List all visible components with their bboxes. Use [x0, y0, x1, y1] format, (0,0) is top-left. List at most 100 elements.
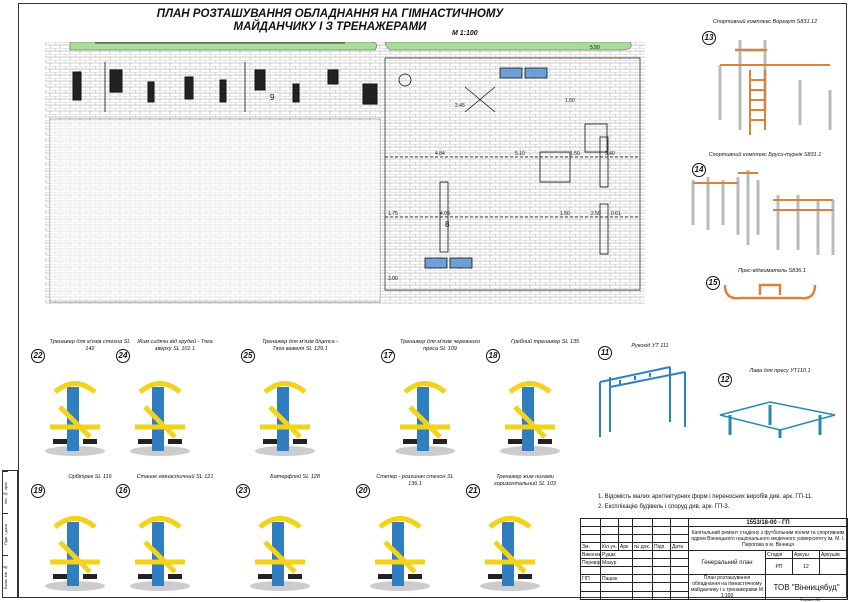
company-name: ТОВ "Вінницябуд" — [764, 574, 849, 600]
notes: 1. Відомість малих архітектурних форм і … — [598, 492, 813, 512]
equipment-caption: Спортивний комплекс Бруси-турнік S831.1 — [708, 152, 822, 158]
sheet-format: Формат А3 — [800, 597, 821, 602]
col-header: Дата — [670, 542, 689, 551]
zone-label: 8 — [445, 220, 450, 229]
col-header: Підп. — [652, 542, 671, 551]
sheets-header: Аркушів — [818, 550, 849, 559]
equipment-number: 20 — [356, 484, 370, 498]
equipment-number: 15 — [706, 276, 720, 290]
workout-complex-illustration — [718, 40, 832, 135]
grass-strip — [384, 42, 632, 51]
monkey-bars-illustration — [599, 366, 686, 437]
person: Мазур — [600, 558, 633, 567]
dimension-label: 0.61 — [611, 211, 621, 217]
equipment-caption: Тренажер жим ногами горизонтальний SL 10… — [494, 474, 556, 487]
equipment-caption: Тренажер для м'язів біцепса - Тяга важел… — [261, 339, 339, 352]
equipment-caption: Орбітрек SL 116 — [68, 474, 112, 480]
equipment-caption: Тренажер для м'язів стегна SL 142 — [49, 339, 131, 352]
stamp-cell: Інв. № ориг. — [3, 471, 8, 513]
dimension-label: 1.75 — [388, 211, 398, 217]
equipment-number: 18 — [486, 349, 500, 363]
dimension-label: 4.09 — [440, 211, 450, 217]
equipment-number: 23 — [236, 484, 250, 498]
site-plan: 5.50 4.84 5.10 1.50 3.40 4.09 1.50 2.50 … — [45, 42, 645, 304]
gym-machine-illustration — [45, 381, 105, 456]
side-stamp: Інв. № ориг. Підп. і дата Взам. інв. № — [2, 470, 18, 598]
stage-header: Стадія — [765, 550, 793, 559]
gym-machine-illustration — [395, 381, 455, 456]
gym-machine-illustration — [130, 516, 190, 591]
machine-symbols — [72, 69, 378, 105]
col-header: Кіл.уч. — [600, 542, 619, 551]
col-header: Арк — [618, 542, 633, 551]
sheet-number: 12 — [792, 558, 820, 575]
drawing-title: ПЛАН РОЗТАШУВАННЯ ОБЛАДНАННЯ НА ГІМНАСТИ… — [150, 8, 510, 34]
zone-label: 9 — [270, 93, 275, 102]
gym-zone-border — [384, 57, 641, 291]
dimension-label: 3.00 — [388, 276, 398, 282]
dimension-label: 2.45 — [455, 103, 465, 109]
equipment-number: 25 — [241, 349, 255, 363]
ab-bench-illustration — [719, 401, 836, 438]
role: ГІП — [580, 573, 601, 584]
bars-complex-illustration — [691, 170, 835, 255]
title-line-1: ПЛАН РОЗТАШУВАННЯ ОБЛАДНАННЯ НА ГІМНАСТИ… — [156, 8, 504, 20]
drawing-name: План розташування обладнання на гімнасти… — [690, 575, 762, 594]
equipment-caption: Жим сидячи від грудей - Тяга зверху SL 1… — [137, 339, 213, 352]
note: 1. Відомість малих архітектурних форм і … — [598, 494, 813, 500]
gym-machine-illustration — [255, 381, 315, 456]
equipment-caption: Тренажер для м'язів черевного преса SL 1… — [399, 339, 481, 352]
dimension-label: 5.50 — [590, 45, 600, 51]
grass-strip — [69, 42, 377, 51]
equipment-caption: Спортивний комплекс Воркаут S831.12 — [712, 19, 818, 25]
equipment-number: 22 — [31, 349, 45, 363]
equipment-number: 11 — [598, 346, 612, 360]
equipment-number: 16 — [116, 484, 130, 498]
dimension-label: 1.50 — [560, 211, 570, 217]
stage: РП — [765, 558, 793, 575]
col-header: Зм. — [580, 542, 601, 551]
equipment-number: 19 — [31, 484, 45, 498]
gym-machine-illustration — [130, 381, 190, 456]
scale-label: М 1:100 — [452, 30, 478, 37]
dimension-label: 2.50 — [591, 211, 601, 217]
stamp-cell: Підп. і дата — [3, 513, 8, 555]
note: 2. Експлікацію будівель і споруд див. ар… — [598, 504, 730, 510]
dimension-label: 3.40 — [605, 151, 615, 157]
equipment-caption: Степер - розгинач стегон SL 136.1 — [376, 474, 454, 487]
equipment-caption: Лава для пресу УТ110.1 — [749, 368, 811, 374]
equipment-number: 17 — [381, 349, 395, 363]
equipment-caption: Гребний тренажер SL 135 — [510, 339, 580, 345]
equipment-caption: Прес-віджиматель S836.1 — [738, 268, 806, 274]
col-header: № док. — [632, 542, 653, 551]
dimension-label: 5.10 — [515, 151, 525, 157]
drawing-code: 1553/18-00 - ГП — [687, 518, 849, 527]
dimension-label: 4.84 — [435, 151, 445, 157]
dimension-label: 1.50 — [565, 98, 575, 104]
section-name: Генеральний план — [688, 550, 766, 575]
equipment-number: 12 — [718, 373, 732, 387]
sheet-header: Аркуш — [792, 550, 820, 559]
press-illustration — [723, 283, 817, 300]
gym-machine-illustration — [500, 381, 560, 456]
equipment-caption: Рукохід УТ 111 — [631, 343, 669, 349]
gym-machine-illustration — [370, 516, 430, 591]
gym-machine-illustration — [480, 516, 540, 591]
equipment-caption: Станок гімнастичний SL 121 — [136, 474, 214, 480]
drawing-scale: М 1:100 — [720, 587, 764, 599]
title-block: 1553/18-00 - ГП Капітальний ремонт стаді… — [580, 518, 849, 601]
person: Пацюк — [600, 573, 633, 584]
equipment-caption: Батерфляй SL 128 — [270, 474, 320, 480]
equipment-number: 14 — [692, 163, 706, 177]
gym-machine-illustration — [45, 516, 105, 591]
dimension-label: 1.50 — [570, 151, 580, 157]
project-name: Капітальний ремонт стадіону з футбольним… — [687, 526, 849, 551]
person: Рудак — [600, 550, 633, 559]
drawing-frame — [18, 3, 847, 598]
gym-machine-illustration — [250, 516, 310, 591]
role: Перевірив — [580, 558, 601, 567]
equipment-number: 24 — [116, 349, 130, 363]
stamp-cell: Взам. інв. № — [3, 555, 8, 597]
role: Виконав — [580, 550, 601, 559]
title-line-2: МАЙДАНЧИКУ І З ТРЕНАЖЕРАМИ — [233, 21, 427, 33]
